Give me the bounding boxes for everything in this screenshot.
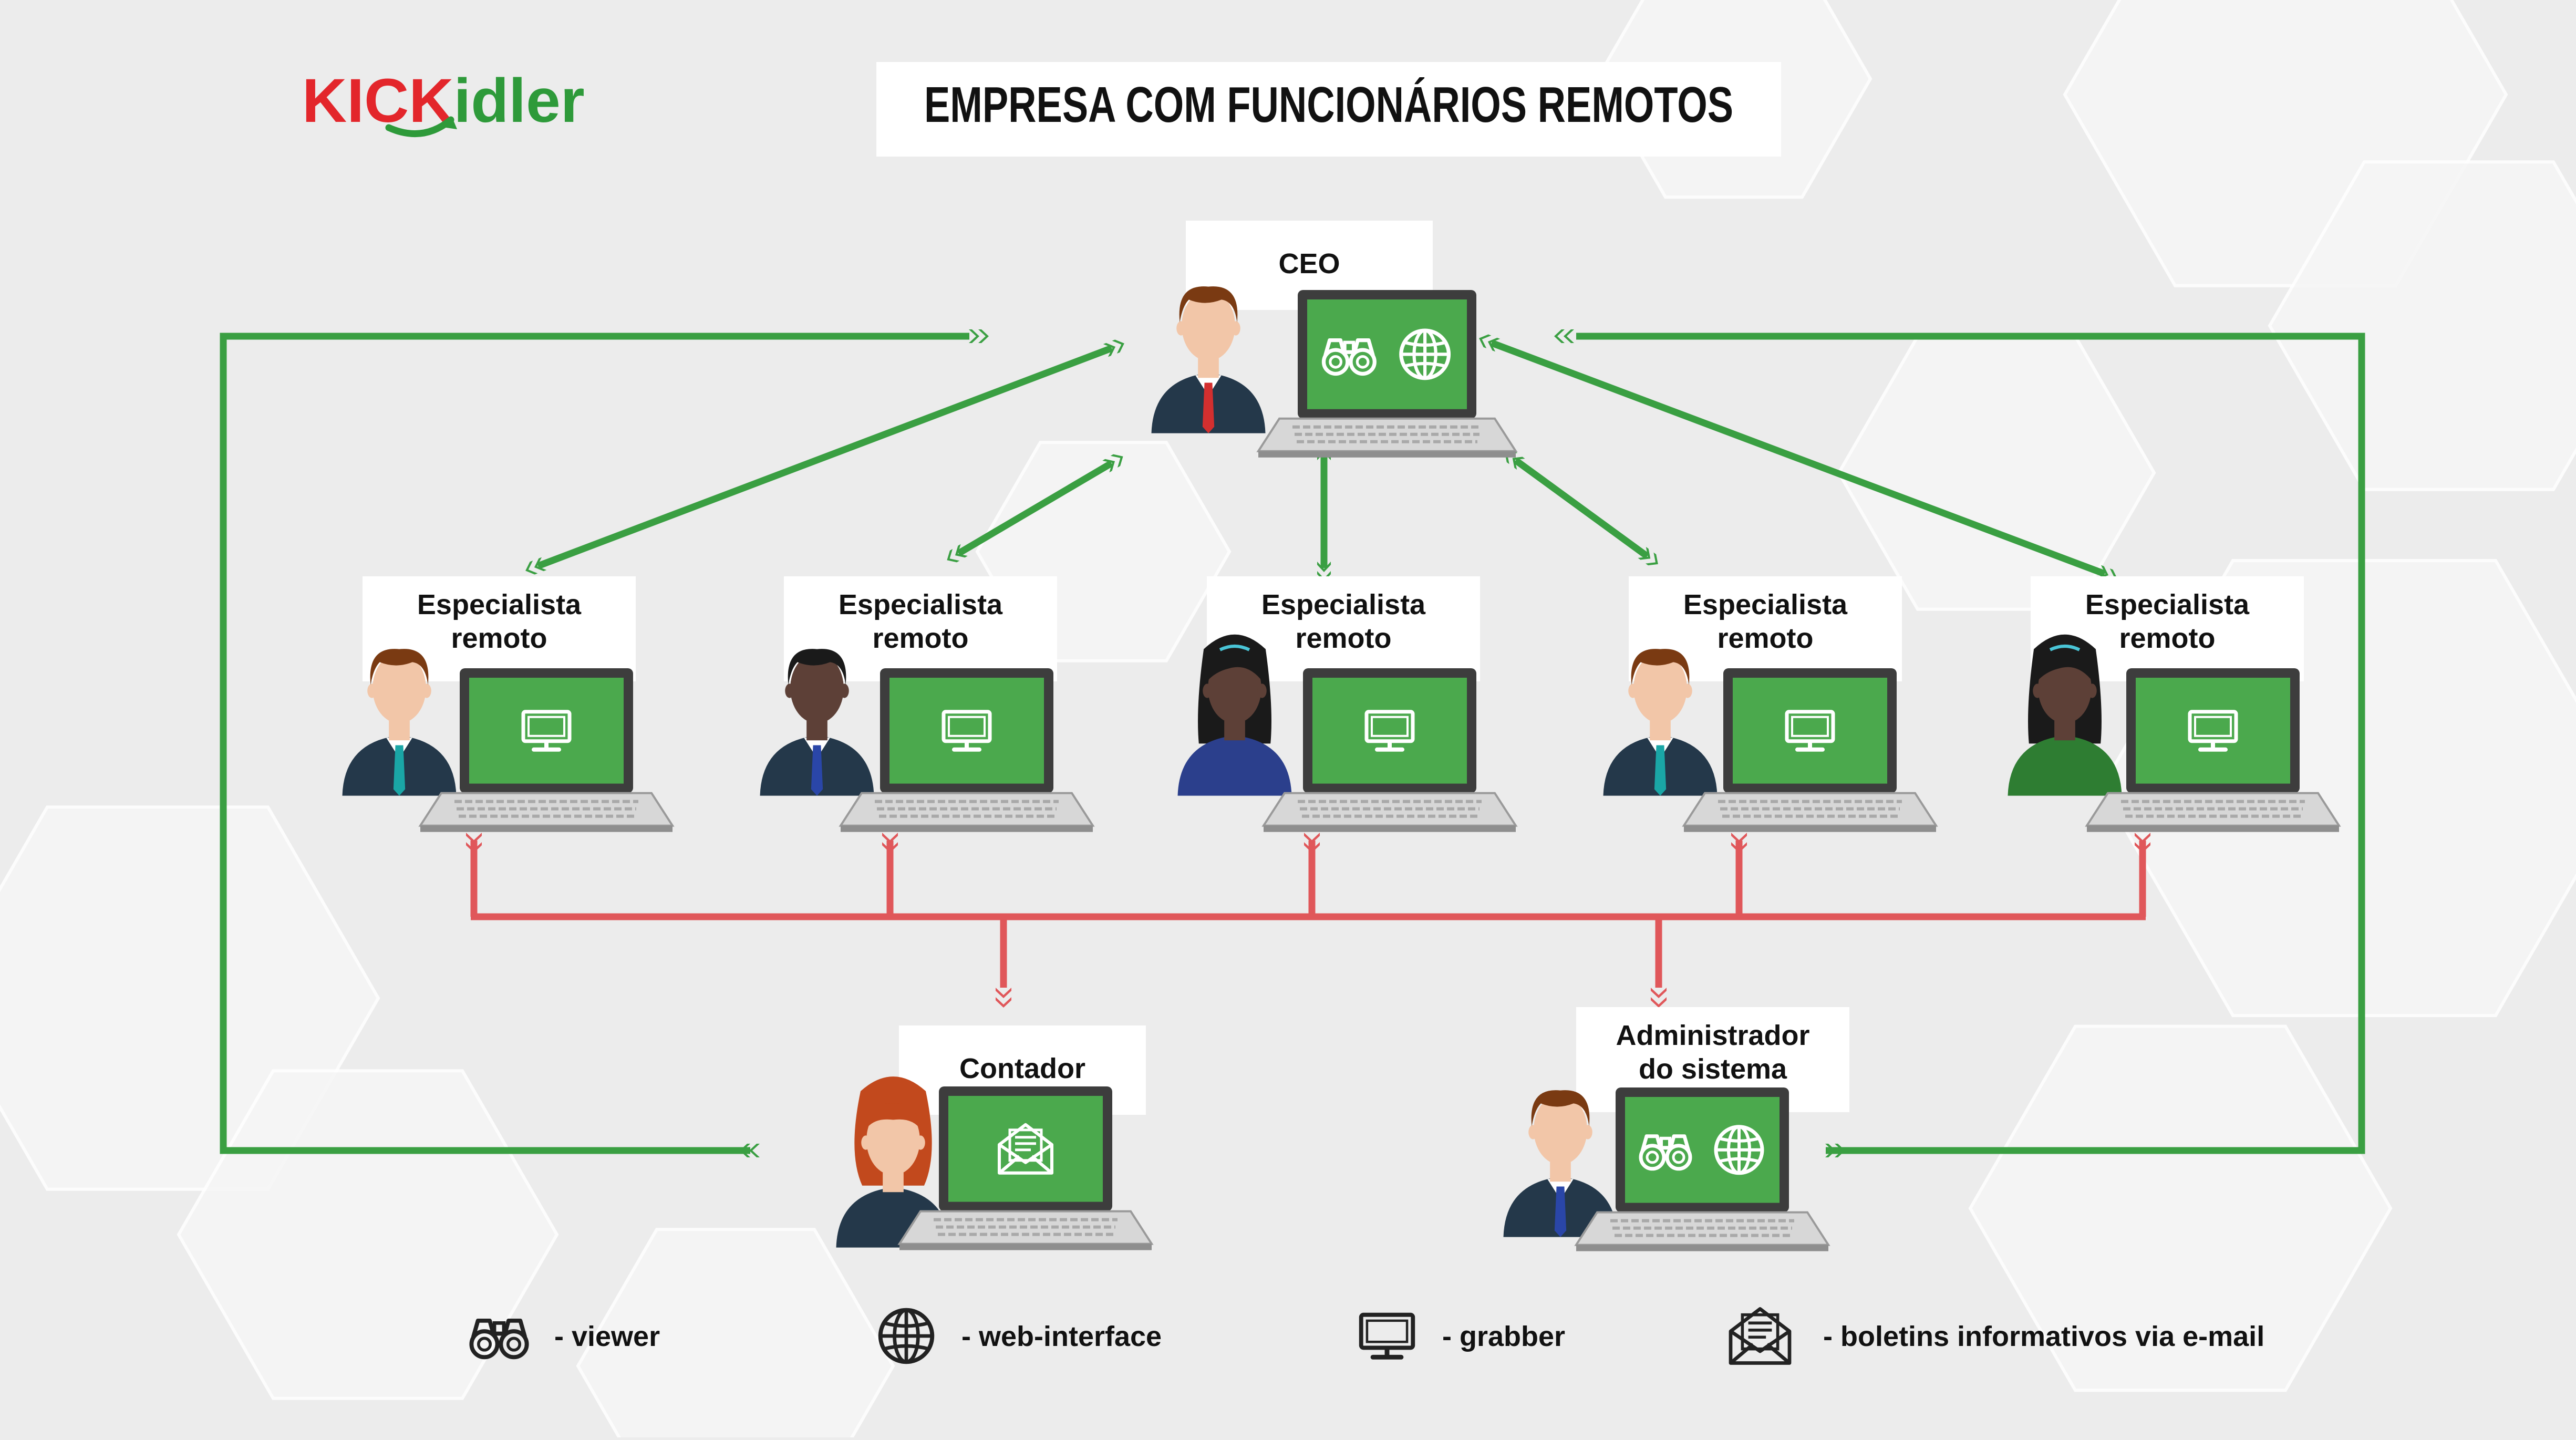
node-label-line: remoto [2119, 623, 2215, 654]
sysadmin-laptop [1574, 1087, 1830, 1251]
legend: - viewer - web-interface - grabber - boleti… [471, 1309, 2264, 1363]
globe-icon [881, 1310, 933, 1362]
node-label-line: remoto [872, 623, 968, 654]
specialist-avatar [1603, 649, 1718, 796]
specialist-laptop [418, 668, 675, 832]
legend-item: - grabber [1361, 1315, 1565, 1358]
kickidler-logo: KICKidler [302, 66, 585, 137]
specialist-laptop [1261, 668, 1518, 832]
node-label-line: remoto [451, 623, 547, 654]
node-label-line: Especialista [417, 589, 582, 620]
specialist-avatar [2008, 634, 2122, 796]
sysadmin-avatar [1503, 1090, 1618, 1237]
legend-text: - boletins informativos via e-mail [1823, 1321, 2264, 1352]
connectors [220, 329, 2365, 1157]
monitor-icon [1361, 1315, 1413, 1358]
specialist-laptop [1682, 668, 1938, 832]
node-label-line: Especialista [1683, 589, 1848, 620]
legend-text: - viewer [554, 1321, 660, 1352]
legend-text: - grabber [1442, 1321, 1565, 1352]
page-title: EMPRESA COM FUNCIONÁRIOS REMOTOS [924, 77, 1733, 133]
specialist-laptop [839, 668, 1095, 832]
specialist-avatar [760, 649, 874, 796]
node-label-line: Especialista [1261, 589, 1426, 620]
node-label-line: Especialista [2085, 589, 2250, 620]
node-label-line: Especialista [839, 589, 1003, 620]
globe-icon [1716, 1127, 1762, 1173]
node-label-line: remoto [1717, 623, 1813, 654]
legend-item: - web-interface [881, 1310, 1162, 1362]
legend-item: - viewer [471, 1321, 660, 1357]
globe-icon [1401, 330, 1449, 378]
node-label-line: do sistema [1639, 1053, 1787, 1085]
accountant-laptop [897, 1086, 1154, 1250]
title-box [876, 62, 1781, 157]
ceo-laptop [1256, 290, 1518, 458]
legend-item: - boletins informativos via e-mail [1731, 1309, 2264, 1363]
ceo-avatar [1151, 286, 1266, 433]
specialist-laptop [2085, 668, 2341, 832]
node-label-line: Administrador [1616, 1020, 1809, 1051]
nodes: CEOEspecialistaremotoEspecialistaremotoE… [342, 221, 2341, 1251]
node-label-line: remoto [1295, 623, 1391, 654]
specialist-avatar [342, 649, 457, 796]
node-label-line: CEO [1278, 248, 1340, 279]
legend-text: - web-interface [961, 1321, 1162, 1352]
envelope-icon [1731, 1309, 1789, 1363]
svg-text:KICKidler: KICKidler [302, 66, 585, 136]
specialist-avatar [1177, 634, 1292, 796]
node-label-line: Contador [959, 1053, 1085, 1084]
